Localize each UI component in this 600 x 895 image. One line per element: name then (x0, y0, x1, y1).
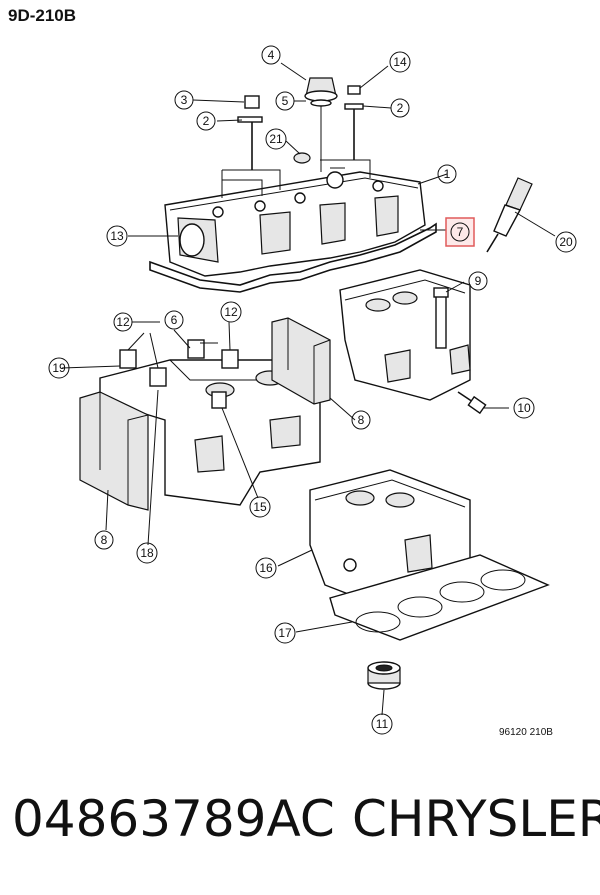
callout-label: 7 (457, 225, 464, 239)
callout-label: 8 (358, 413, 365, 427)
callout-label: 12 (116, 315, 130, 329)
leader-lines (61, 62, 556, 716)
callout: 10 (513, 397, 535, 419)
injector (457, 391, 487, 415)
valve-cover (149, 171, 437, 293)
oil-filler-cap (304, 77, 338, 172)
callout: 2 (196, 111, 216, 131)
callout: 17 (274, 622, 296, 644)
brand-name: CHRYSLER (352, 790, 600, 848)
callout: 4 (261, 45, 281, 65)
cover-bolt-left (237, 95, 263, 170)
callout: 21 (265, 128, 287, 150)
callout-label: 8 (101, 533, 108, 547)
callout-label: 3 (181, 93, 188, 107)
callout: 20 (555, 231, 577, 253)
callout: 15 (249, 496, 271, 518)
callout-label: 1 (444, 167, 451, 181)
callout: 8 (94, 530, 114, 550)
callout-label: 10 (517, 401, 531, 415)
callout-label: 16 (259, 561, 273, 575)
callout: 16 (255, 557, 277, 579)
callout-highlighted: 7 (445, 217, 475, 247)
callout-label: 11 (376, 717, 389, 731)
footer: 04863789AC CHRYSLER (0, 790, 600, 870)
seal-strip-left (79, 391, 149, 511)
callout: 12 (116, 315, 130, 329)
callout-label: 18 (140, 546, 154, 560)
callout: 8 (351, 410, 371, 430)
part-number: 04863789AC (12, 790, 335, 848)
seal-strip-right (271, 317, 331, 405)
callout (113, 312, 133, 332)
glow-plug (486, 177, 533, 253)
callout-label: 6 (171, 313, 178, 327)
cover-bolt-right (344, 85, 364, 160)
callout: 14 (389, 51, 411, 73)
callout-label: 2 (203, 114, 210, 128)
cylinder-head-right (339, 269, 471, 401)
callout-label: 13 (110, 229, 124, 243)
callout: 9 (468, 271, 488, 291)
callout-label: 4 (268, 48, 275, 62)
callout-label: 17 (278, 626, 292, 640)
callout-label: 15 (253, 500, 267, 514)
callout: 3 (174, 90, 194, 110)
callout: 13 (106, 225, 128, 247)
page-code: 9D-210B (8, 6, 77, 25)
head-gasket (329, 554, 550, 641)
exploded-parts-diagram: 1 2 2 3 4 5 6 7 8 8 9 10 11 12 12 13 14 … (48, 45, 577, 735)
seal-ring (367, 661, 401, 690)
callout: 5 (275, 91, 295, 111)
callout-label: 20 (559, 235, 573, 249)
callout-label: 9 (475, 274, 482, 288)
callout: 12 (220, 301, 242, 323)
callout: 1 (437, 164, 457, 184)
callout-label: 12 (224, 305, 238, 319)
reference-code: 96120 210B (499, 727, 553, 738)
callout: 11 (371, 713, 393, 735)
callout-label: 14 (393, 55, 407, 69)
callout: 19 (48, 357, 70, 379)
cover-plug (293, 152, 311, 164)
callout: 2 (390, 98, 410, 118)
callout-label: 5 (282, 94, 289, 108)
callout-label: 19 (52, 361, 66, 375)
callout-label: 2 (397, 101, 404, 115)
callout: 6 (164, 310, 184, 330)
callout-label: 21 (269, 132, 283, 146)
callout: 18 (136, 542, 158, 564)
